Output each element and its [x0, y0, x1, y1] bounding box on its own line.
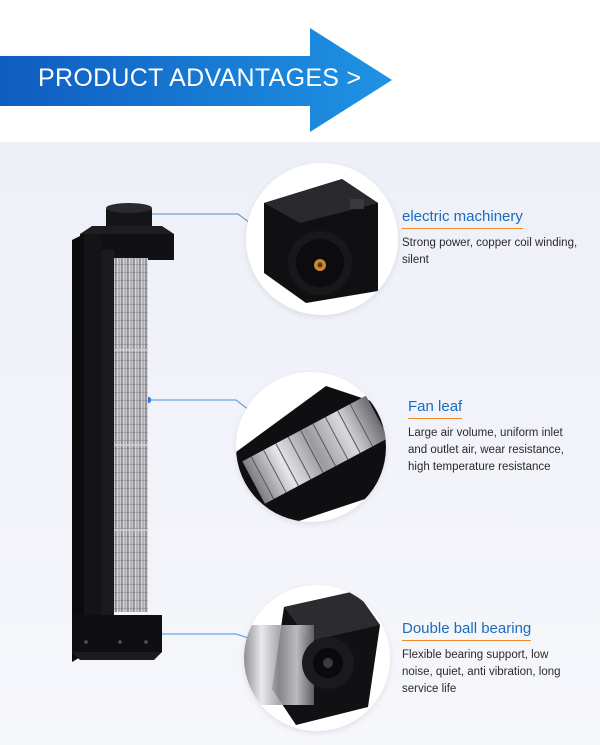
feature-description: Flexible bearing support, low noise, qui…: [402, 649, 561, 695]
feature-description: Large air volume, uniform inlet and outl…: [408, 427, 564, 473]
feature-title: electric machinery: [402, 208, 523, 229]
feature-fan-leaf: Fan leaf Large air volume, uniform inlet…: [408, 398, 578, 476]
feature-description: Strong power, copper coil winding, silen…: [402, 237, 578, 266]
bearing-closeup-icon: [244, 585, 390, 731]
motor-closeup-icon: [246, 163, 398, 315]
feature-title: Fan leaf: [408, 398, 463, 419]
impeller-closeup-icon: [236, 372, 386, 522]
product-image-crossflow-fan: [62, 200, 192, 670]
feature-double-ball-bearing: Double ball bearing Flexible bearing sup…: [402, 620, 577, 698]
banner-arrow-shape: [0, 28, 392, 132]
feature-title: Double ball bearing: [402, 620, 532, 641]
header-banner: [0, 28, 395, 133]
page-title: PRODUCT ADVANTAGES >: [38, 64, 362, 92]
feature-electric-machinery: electric machinery Strong power, copper …: [402, 208, 582, 269]
